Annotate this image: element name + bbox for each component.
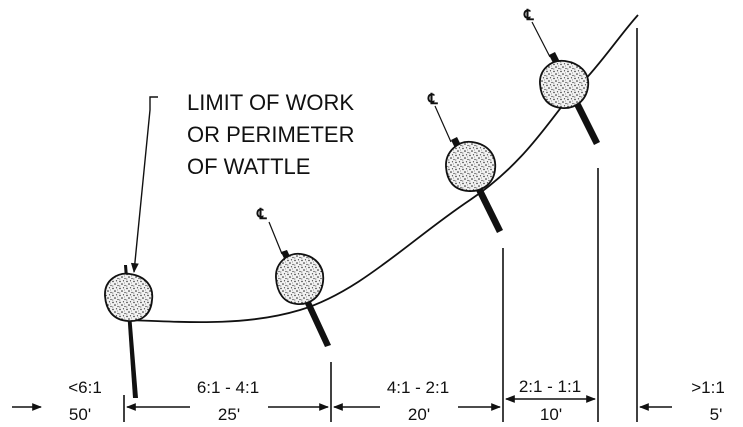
zone-1-distance: 50' xyxy=(69,405,91,424)
callout-leader xyxy=(130,96,158,273)
callout-line-1: LIMIT OF WORK xyxy=(187,90,354,115)
zone-1-slope: <6:1 xyxy=(68,378,102,397)
zone-2-distance: 25' xyxy=(218,405,240,424)
zone-2-slope: 6:1 - 4:1 xyxy=(197,378,259,397)
zone-3-distance: 20' xyxy=(408,405,430,424)
wattle-2 xyxy=(268,221,331,347)
zone-4-distance: 10' xyxy=(540,405,562,424)
callout-line-3: OF WATTLE xyxy=(187,154,310,179)
wattle-3 xyxy=(434,105,503,233)
centerline-symbol-3: ℄ xyxy=(523,6,534,24)
centerline-symbol-1: ℄ xyxy=(256,205,267,223)
callout-line-2: OR PERIMETER xyxy=(187,122,354,147)
wattle-4 xyxy=(531,21,600,145)
zone-4-slope: 2:1 - 1:1 xyxy=(519,377,581,396)
wattle-1 xyxy=(104,265,154,398)
zone-5-slope: >1:1 xyxy=(691,378,725,397)
centerline-symbol-2: ℄ xyxy=(427,90,438,108)
zone-3-slope: 4:1 - 2:1 xyxy=(387,378,449,397)
zone-5-distance: 5' xyxy=(710,405,723,424)
